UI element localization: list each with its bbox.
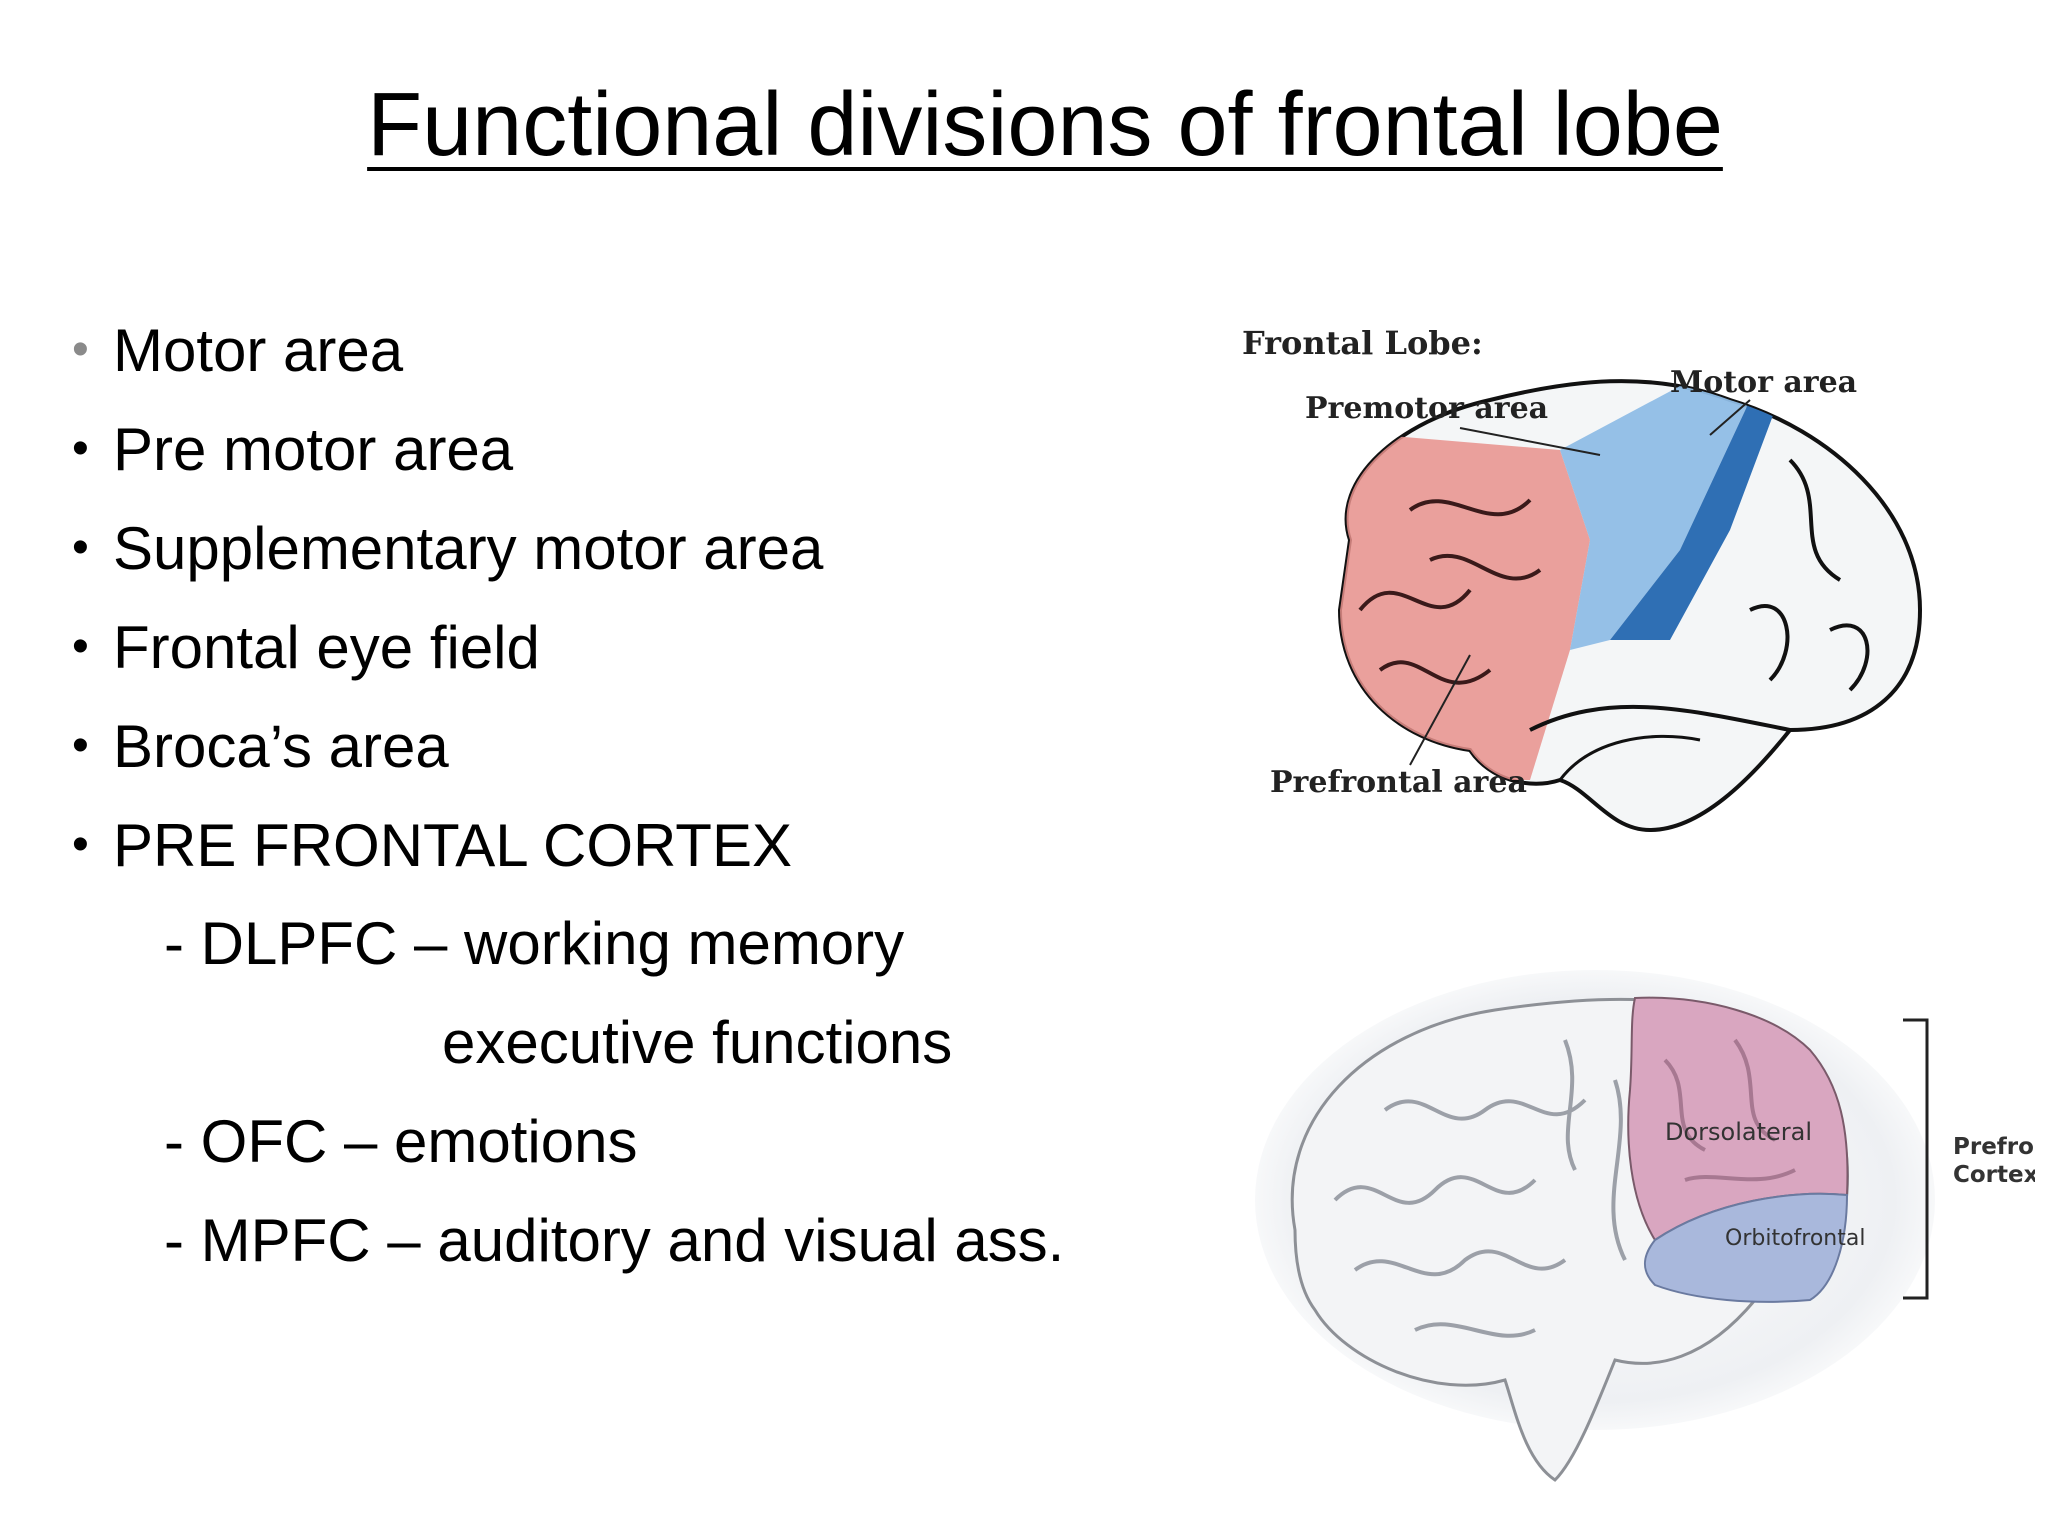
bullet-item: • Broca’s area [72,696,1064,795]
bullet-item: • Motor area [72,300,1064,399]
prefrontal-cortex-illustration: Dorsolateral Orbitofrontal Prefrontal Co… [1255,970,2035,1482]
bullet-text: Broca’s area [113,713,449,780]
prefrontal-cortex-label-line2: Cortex [1953,1162,2035,1188]
bullet-item: • Supplementary motor area [72,498,1064,597]
bullet-dot: • [72,818,89,871]
frontal-lobe-heading: Frontal Lobe: [1242,324,1483,362]
frontal-lobe-illustration: Frontal Lobe: Premotor area Motor area P… [1242,324,1923,833]
prefrontal-bracket [1903,1018,1929,1300]
sub-item-mpfc: - MPFC – auditory and visual ass. [164,1207,1065,1274]
bullet-list: • Motor area • Pre motor area • Supplementa… [72,300,1064,1290]
premotor-pointer-line [1459,427,1601,456]
motor-region [1610,381,1790,640]
bullet-text: PRE FRONTAL CORTEX [113,812,792,879]
frontal-lobe-figure: Frontal Lobe: Premotor area Motor area P… [1230,310,1970,850]
orbitofrontal-region [1643,1192,1849,1303]
bullet-dot: • [72,323,89,376]
sub-item-ofc: - OFC – emotions [164,1108,638,1175]
prefrontal-label: Prefrontal area [1270,765,1527,800]
orbitofrontal-label: Orbitofrontal [1725,1226,1865,1251]
bullet-dot: • [72,521,89,574]
bullet-item: • Pre motor area [72,399,1064,498]
premotor-label: Premotor area [1305,391,1548,426]
bullet-item: • Frontal eye field [72,597,1064,696]
dorsolateral-label: Dorsolateral [1665,1118,1812,1146]
bullet-text: Frontal eye field [113,614,540,681]
motor-pointer-line [1709,399,1751,436]
bullet-dot: • [72,620,89,673]
bullet-text: Pre motor area [113,416,514,483]
brain-lateral-shape [1337,379,1923,833]
bullet-item: • PRE FRONTAL CORTEX [72,795,1064,894]
premotor-region [1560,381,1750,650]
sub-item-dlpfc-continued: executive functions [442,1009,953,1076]
motor-label: Motor area [1670,365,1857,400]
prefrontal-cortex-label-line1: Prefrontal [1953,1134,2035,1160]
prefrontal-cortex-figure: Dorsolateral Orbitofrontal Prefrontal Co… [1235,940,2035,1500]
bullet-dot: • [72,422,89,475]
bullet-text: Motor area [113,317,404,384]
bullet-dot: • [72,719,89,772]
prefrontal-pointer-line [1409,654,1471,766]
slide-title: Functional divisions of frontal lobe [367,75,1723,175]
bullet-text: Supplementary motor area [113,515,824,582]
sub-item-dlpfc: - DLPFC – working memory [164,910,905,977]
